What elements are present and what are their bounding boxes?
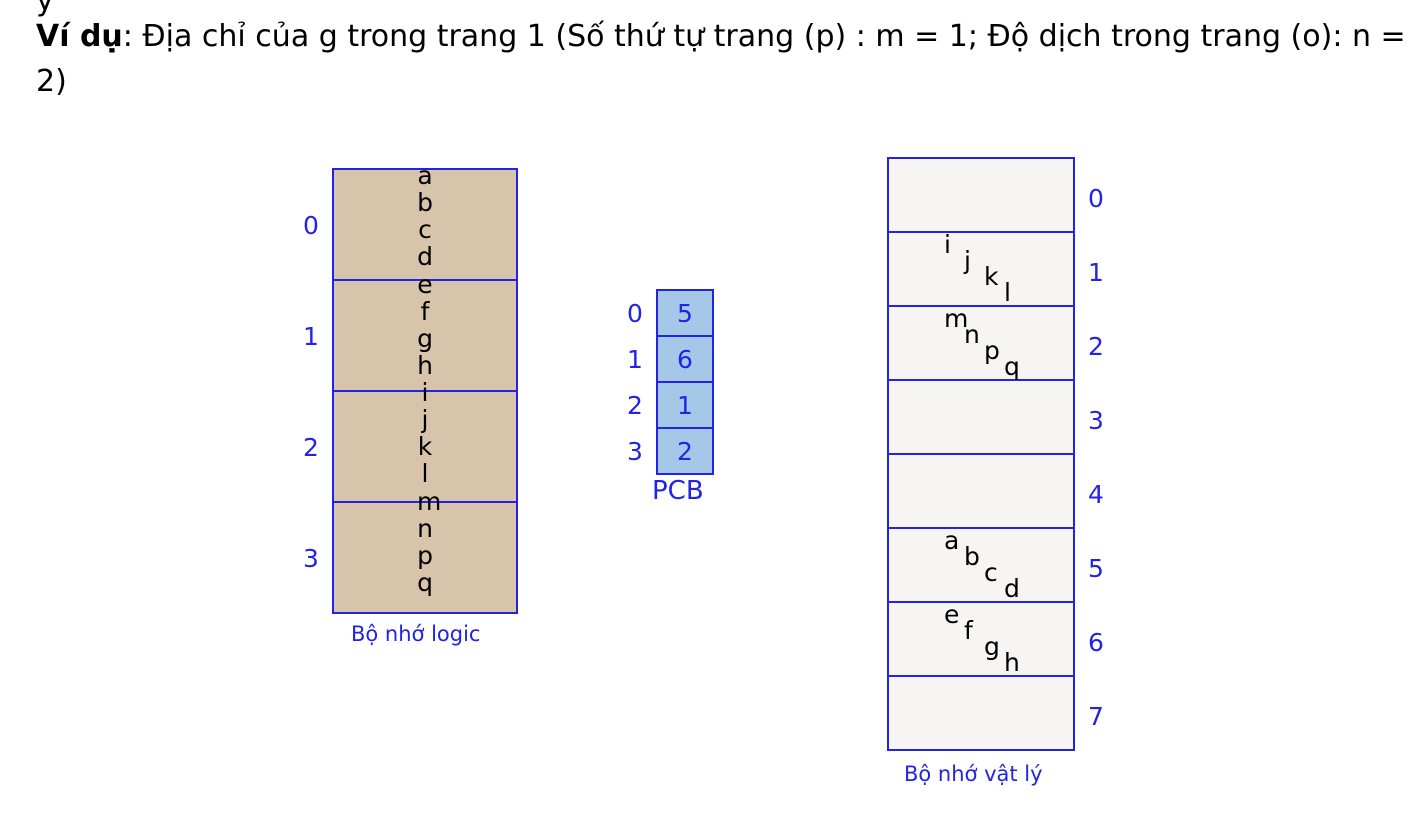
physical-frame-6	[887, 601, 1075, 677]
physical-frame-number-4: 4	[1088, 480, 1104, 509]
physical-letter-e: e	[944, 600, 960, 629]
physical-letter-p: p	[984, 336, 1000, 365]
physical-letter-h: h	[1004, 648, 1020, 677]
logical-page-0	[332, 168, 518, 281]
physical-frame-number-2: 2	[1088, 332, 1104, 361]
logical-page-3	[332, 501, 518, 614]
physical-frame-number-1: 1	[1088, 258, 1104, 287]
logical-page-number-3: 3	[303, 544, 319, 573]
logical-letter-m: m	[417, 486, 442, 516]
logical-letter-f: f	[420, 296, 430, 326]
physical-letter-f: f	[964, 616, 973, 645]
logical-letter-k: k	[417, 432, 433, 462]
logical-page-number-2: 2	[303, 433, 319, 462]
pcb-frame-value-1: 6	[677, 345, 693, 374]
physical-frame-2	[887, 305, 1075, 381]
physical-frame-number-5: 5	[1088, 554, 1104, 583]
logical-letter-d: d	[417, 242, 433, 272]
logical-page-1	[332, 279, 518, 392]
logical-letter-a: a	[417, 161, 433, 190]
physical-frame-0	[887, 157, 1075, 233]
physical-frame-number-6: 6	[1088, 628, 1104, 657]
physical-letter-a: a	[944, 526, 960, 555]
physical-memory-caption: Bộ nhớ vật lý	[904, 762, 1043, 786]
logical-page-2	[332, 390, 518, 503]
logical-letter-b: b	[417, 188, 433, 218]
physical-letter-j: j	[964, 246, 971, 275]
logical-page-number-1: 1	[303, 322, 319, 351]
physical-letter-c: c	[984, 558, 998, 587]
pcb-frame-value-2: 1	[677, 391, 693, 420]
physical-frame-number-7: 7	[1088, 702, 1104, 731]
physical-frame-4	[887, 453, 1075, 529]
physical-letter-d: d	[1004, 574, 1020, 603]
physical-frame-1	[887, 231, 1075, 307]
pcb-entry-3	[656, 427, 714, 475]
logical-letter-q: q	[417, 567, 433, 597]
pcb-entry-0	[656, 289, 714, 337]
logical-letter-j: j	[421, 405, 429, 435]
physical-letter-q: q	[1004, 352, 1020, 381]
physical-frame-7	[887, 675, 1075, 751]
physical-letter-i: i	[944, 230, 951, 259]
physical-letter-n: n	[964, 320, 980, 349]
pcb-index-0: 0	[627, 299, 643, 328]
logical-page-number-0: 0	[303, 211, 319, 240]
pcb-index-1: 1	[627, 345, 643, 374]
logical-letter-l: l	[421, 459, 429, 489]
logical-letter-p: p	[417, 540, 433, 570]
physical-letter-k: k	[984, 262, 999, 291]
logical-memory-caption: Bộ nhớ logic	[351, 622, 481, 646]
example-text: : Địa chỉ của g trong trang 1 (Số thứ tự…	[36, 19, 1406, 99]
physical-letter-b: b	[964, 542, 980, 571]
physical-letter-g: g	[984, 632, 1000, 661]
logical-letter-g: g	[417, 323, 433, 353]
logical-letter-e: e	[417, 269, 433, 299]
pcb-index-2: 2	[627, 391, 643, 420]
example-statement: Ví dụ: Địa chỉ của g trong trang 1 (Số t…	[36, 14, 1406, 104]
physical-frame-number-3: 3	[1088, 406, 1104, 435]
example-label: Ví dụ	[36, 19, 123, 54]
logical-letter-n: n	[417, 513, 433, 543]
physical-frame-5	[887, 527, 1075, 603]
pcb-frame-value-0: 5	[677, 299, 693, 328]
logical-letter-h: h	[417, 350, 433, 380]
physical-letter-l: l	[1004, 278, 1011, 307]
physical-frame-3	[887, 379, 1075, 455]
pcb-label: PCB	[652, 476, 704, 506]
pcb-index-3: 3	[627, 437, 643, 466]
physical-frame-number-0: 0	[1088, 184, 1104, 213]
previous-slide-text-fragment: ý	[36, 0, 54, 18]
physical-letter-m: m	[944, 304, 969, 333]
pcb-frame-value-3: 2	[677, 437, 693, 466]
logical-letter-i: i	[421, 378, 429, 407]
logical-letter-c: c	[418, 215, 432, 245]
